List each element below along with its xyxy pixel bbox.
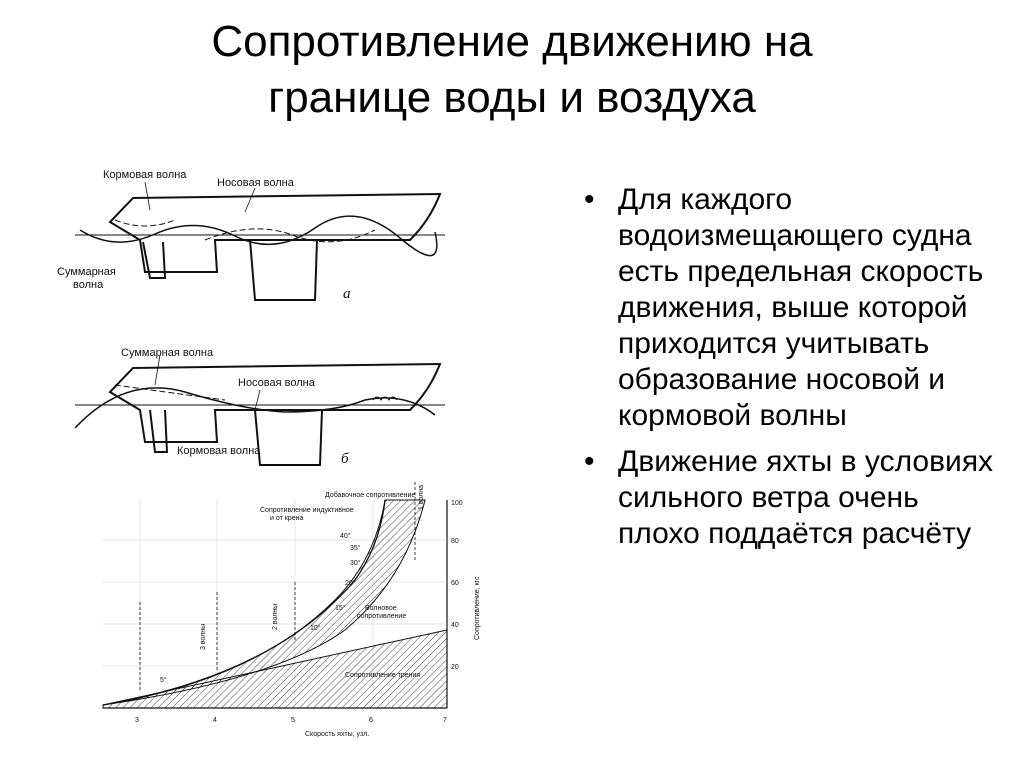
heel-label-40: 40° <box>340 532 351 540</box>
bow-wave-label-a: Носовая волна <box>217 177 295 189</box>
y-tick-80: 80 <box>451 538 459 545</box>
keel-b <box>149 409 169 453</box>
figure-b: Суммарная волна Носовая волна Кормовая в… <box>74 347 445 467</box>
added-resistance-label: Добавочное сопротивление <box>325 491 415 499</box>
wave-count-3: 3 волны <box>200 624 207 650</box>
bullet-list: • Для каждого водоизмещающего судна есть… <box>582 182 1002 562</box>
sum-wave-a <box>79 215 438 257</box>
induced-label-2: и от крена <box>270 515 303 522</box>
bullet-item: • Для каждого водоизмещающего судна есть… <box>582 182 1002 434</box>
y-tick-100: 100 <box>451 500 463 507</box>
sum-wave-b <box>74 387 436 429</box>
x-tick-6: 6 <box>369 717 373 724</box>
bullet-text: Для каждого водоизмещающего судна есть п… <box>618 183 984 432</box>
slide-title: Сопротивление движению на границе воды и… <box>40 14 984 126</box>
heel-label-20: 20° <box>345 579 356 587</box>
keel-a <box>142 241 167 279</box>
y-tick-40: 40 <box>451 622 459 629</box>
bullet-dot-icon: • <box>584 445 595 478</box>
leader-bow-a <box>244 187 256 213</box>
heel-label-10: 10° <box>310 624 321 632</box>
heel-label-5: 5° <box>160 676 167 684</box>
x-axis-label: Скорость яхты, узл. <box>305 731 369 738</box>
leader-bow-b <box>254 389 261 411</box>
bullet-item: • Движение яхты в условиях сильного ветр… <box>582 444 1002 552</box>
bow-wave-label-b: Носовая волна <box>238 377 316 389</box>
leader-sum-b <box>154 354 161 386</box>
ripple-b <box>372 396 398 401</box>
friction-label: Сопротивление трения <box>345 672 420 679</box>
sum-wave-label-a-2: волна <box>73 279 104 291</box>
x-tick-7: 7 <box>443 717 447 724</box>
resistance-graph: 3 4 5 6 7 20 40 60 80 100 Добавочное соп… <box>102 480 481 738</box>
x-tick-3: 3 <box>135 717 139 724</box>
bullet-dot-icon: • <box>584 183 595 216</box>
heel-label-30: 30° <box>350 559 361 567</box>
bow-wave-a <box>204 228 376 243</box>
stern-wave-a <box>114 219 176 227</box>
y-tick-20: 20 <box>451 664 459 671</box>
heel-label-15: 15° <box>335 604 346 612</box>
title-line-2: границе воды и воздуха <box>268 73 756 122</box>
leader-stern-a <box>144 181 151 211</box>
hull-a <box>108 192 442 273</box>
wave-resistance-label-1: Волновое <box>365 605 397 612</box>
y-axis-label: Сопротивление, кгс <box>474 576 481 640</box>
fin-a <box>249 239 318 301</box>
wave-count-1: 1 волна <box>418 485 425 510</box>
hull-wave-figure: Кормовая волна Носовая волна Суммарная в… <box>55 160 495 740</box>
wave-count-2: 2 волны <box>272 604 279 630</box>
sum-wave-label-a-1: Суммарная <box>57 266 116 278</box>
x-tick-4: 4 <box>213 717 217 724</box>
heel-label-35: 35° <box>350 544 361 552</box>
sum-wave-label-b: Суммарная волна <box>121 347 214 359</box>
induced-curve <box>102 499 386 706</box>
figure-letter-a: а <box>343 286 351 302</box>
figure-svg: Кормовая волна Носовая волна Суммарная в… <box>57 169 481 738</box>
stern-wave-label-b: Кормовая волна <box>177 445 261 457</box>
hull-b <box>108 362 442 443</box>
figure-a: Кормовая волна Носовая волна Суммарная в… <box>57 169 445 302</box>
stern-wave-label-a: Кормовая волна <box>103 169 187 181</box>
title-line-1: Сопротивление движению на <box>211 17 813 66</box>
y-tick-60: 60 <box>451 580 459 587</box>
figure-letter-b: б <box>341 451 349 467</box>
fin-b <box>254 409 323 466</box>
wave-markers <box>139 480 416 690</box>
induced-label-1: Сопротивление индуктивное <box>260 507 354 514</box>
wave-resistance-label-2: сопротивление <box>357 613 406 620</box>
bullet-text: Движение яхты в условиях сильного ветра … <box>618 445 994 550</box>
bow-wave-b <box>114 384 226 401</box>
x-tick-5: 5 <box>291 717 295 724</box>
